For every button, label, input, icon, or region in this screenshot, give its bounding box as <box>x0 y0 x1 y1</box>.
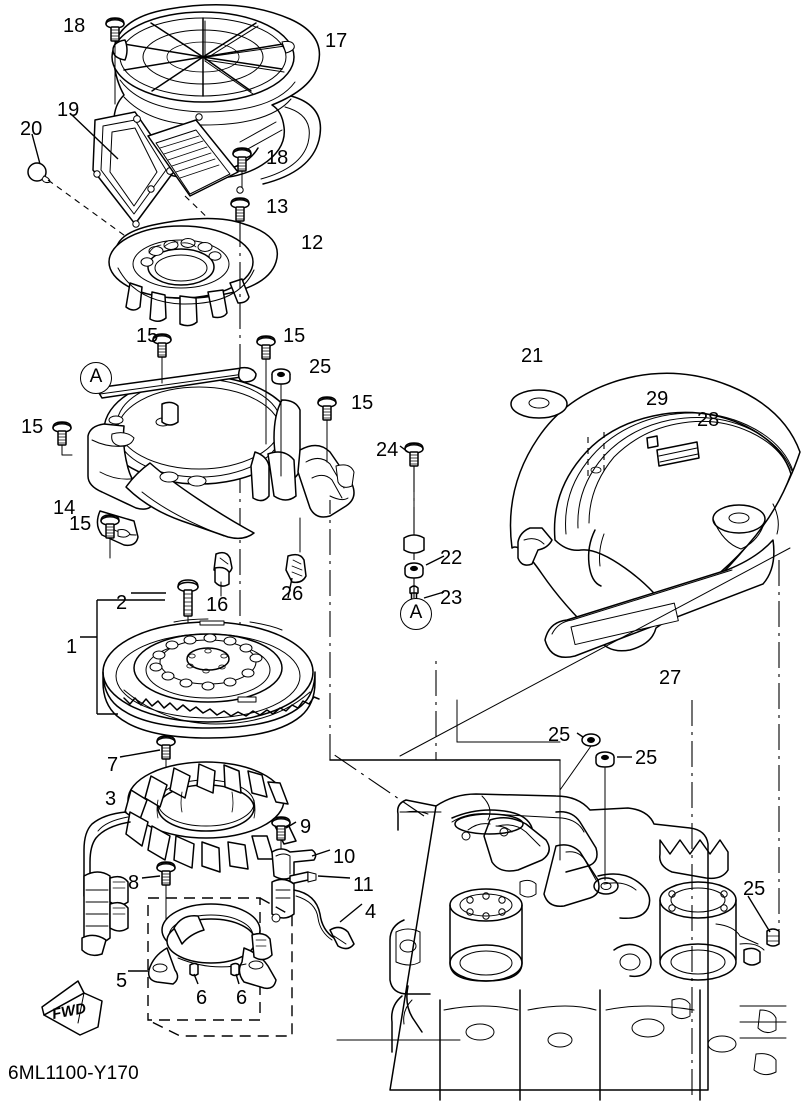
bolt-15-c <box>317 396 337 421</box>
grommet-25-c <box>595 751 615 768</box>
bolt-7 <box>156 735 176 760</box>
callout-13: 13 <box>266 196 289 218</box>
callout-8: 8 <box>128 872 140 894</box>
callout-18-lower: 18 <box>266 147 289 169</box>
callout-11: 11 <box>353 874 374 896</box>
fwd-arrow-marker <box>41 980 103 1036</box>
grommet-25-a <box>271 368 291 385</box>
callout-15-b: 15 <box>283 325 306 347</box>
bolt-24 <box>404 442 424 467</box>
callout-27: 27 <box>659 667 682 689</box>
cover-plate-19 <box>92 111 176 228</box>
callout-25-c: 25 <box>635 747 658 769</box>
callout-10: 10 <box>333 846 356 868</box>
grommet-6-a <box>189 962 199 977</box>
callout-29: 29 <box>646 388 669 410</box>
stator-connector <box>81 871 129 957</box>
bolt-2 <box>177 579 199 617</box>
callout-19: 19 <box>57 99 80 121</box>
callout-9: 9 <box>300 816 312 838</box>
callout-14: 14 <box>53 497 76 519</box>
louvre-plate-19b <box>147 113 244 197</box>
grommet-25-d <box>766 928 780 947</box>
callout-25-a: 25 <box>309 356 332 378</box>
callout-15-e: 15 <box>69 513 92 535</box>
callout-26: 26 <box>281 583 304 605</box>
grommet-25-b <box>581 733 601 747</box>
callout-17: 17 <box>325 30 348 52</box>
callout-3: 3 <box>105 788 117 810</box>
callout-16: 16 <box>206 594 229 616</box>
clip-16 <box>213 551 233 587</box>
callout-2: 2 <box>116 592 128 614</box>
callout-5: 5 <box>116 970 128 992</box>
callout-6-b: 6 <box>236 987 248 1009</box>
callout-18-top: 18 <box>63 15 86 37</box>
callout-1: 1 <box>66 636 78 658</box>
support-bracket-14 <box>87 366 355 547</box>
callout-22: 22 <box>440 547 463 569</box>
plug-20 <box>27 162 51 184</box>
callout-12: 12 <box>301 232 324 254</box>
diagram-part-code: 6ML1100-Y170 <box>8 1063 139 1084</box>
callout-21: 21 <box>521 345 544 367</box>
callout-15-a: 15 <box>136 325 159 347</box>
pulser-coil-4 <box>271 878 355 950</box>
grommet-22 <box>404 562 424 579</box>
stator-3 <box>81 761 297 957</box>
callout-15-c: 15 <box>351 392 374 414</box>
callout-7: 7 <box>107 754 119 776</box>
engine-cover-21 <box>509 372 801 658</box>
base-plate-5 <box>147 903 277 990</box>
bolt-15-b <box>256 335 276 360</box>
reference-mark-a-right: A <box>400 598 432 630</box>
bolt-15-d <box>52 421 72 446</box>
bolt-13 <box>230 197 250 222</box>
clip-26 <box>285 553 307 584</box>
flywheel-magneto-1 <box>102 618 320 739</box>
callout-25-d: 25 <box>743 878 766 900</box>
callout-20: 20 <box>20 118 43 140</box>
callout-25-b: 25 <box>548 724 571 746</box>
reference-mark-a-left: A <box>80 362 112 394</box>
callout-15-d: 15 <box>21 416 44 438</box>
callout-28: 28 <box>697 409 720 431</box>
bolt-8 <box>156 861 176 886</box>
callout-24: 24 <box>376 439 399 461</box>
grommet-6-b <box>230 962 240 977</box>
callout-23: 23 <box>440 587 463 609</box>
flywheel-fan-12 <box>108 217 278 327</box>
callout-6-a: 6 <box>196 987 208 1009</box>
engine-block-phantom <box>389 793 787 1101</box>
callout-4: 4 <box>365 901 377 923</box>
